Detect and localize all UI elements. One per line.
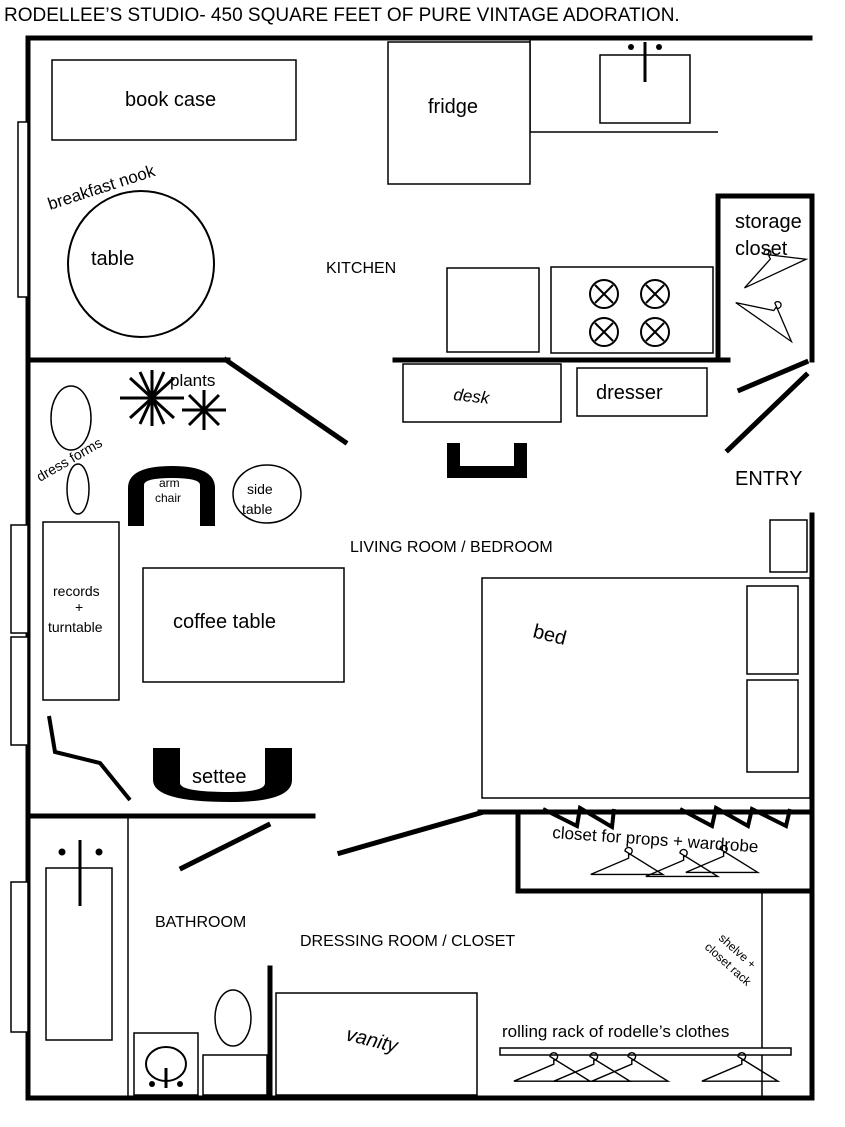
fridge-label: fridge: [428, 96, 478, 118]
settee-icon: [153, 748, 292, 802]
rack-hanger-icons: [513, 1051, 779, 1082]
interior-walls: [25, 804, 815, 1101]
desk: [402, 363, 562, 423]
breakfast-table: [67, 190, 215, 338]
kitchen-label: KITCHEN: [326, 260, 396, 277]
records-cabinet: [42, 521, 120, 701]
arm-chair-icon: [128, 466, 215, 526]
dressing-room-label: DRESSING ROOM / CLOSET: [300, 933, 515, 950]
dresser: [576, 367, 708, 417]
rolling-rack: [499, 1047, 792, 1056]
pillow-1: [746, 585, 799, 675]
records-label-line2: +: [75, 599, 83, 615]
breakfast-table-label: table: [91, 248, 134, 270]
coffee-table-label: coffee table: [173, 611, 276, 633]
settee-label: settee: [192, 766, 246, 788]
book-case: [51, 59, 297, 141]
toilet-tank: [202, 1054, 268, 1096]
arm-chair-label-line2: chair: [155, 491, 181, 505]
fridge: [387, 41, 531, 185]
rolling-rack-label: rolling rack of rodelle’s clothes: [502, 1022, 729, 1041]
nightstand: [769, 519, 808, 573]
desk-label: desk: [453, 385, 492, 408]
storage-label-line2: closet: [735, 238, 788, 260]
plant-icons: [120, 370, 226, 430]
arm-chair-label-line1: arm: [159, 476, 180, 490]
entry-label: ENTRY: [735, 468, 802, 490]
toilet-bowl: [214, 989, 252, 1047]
storage-label-line1: storage: [735, 211, 802, 233]
burner-icons: [589, 279, 670, 347]
records-label-line3: turntable: [48, 619, 103, 635]
entry-door: [724, 358, 810, 454]
side-table-label-line1: side: [247, 481, 273, 497]
pillow-2: [746, 679, 799, 773]
side-table-label-line2: table: [242, 501, 273, 517]
records-label-line1: records: [53, 583, 100, 599]
lounge-chair: [47, 715, 132, 802]
desk-chair-icon: [447, 443, 527, 478]
dress-form-1: [50, 385, 92, 451]
dresser-label: dresser: [596, 382, 663, 404]
book-case-label: book case: [125, 89, 216, 111]
coffee-table: [142, 567, 345, 683]
dress-form-2: [66, 463, 90, 515]
vanity: [275, 992, 478, 1096]
windows: [10, 121, 29, 1033]
bathroom-label: BATHROOM: [155, 914, 246, 931]
plants-label: plants: [170, 371, 215, 390]
side-table: [232, 464, 302, 524]
closet-props-label: closet for props + wardrobe: [552, 823, 759, 856]
plan-title: RODELLEE’S STUDIO- 450 SQUARE FEET OF PU…: [4, 5, 680, 26]
kitchen-area: [25, 40, 815, 446]
living-room-label: LIVING ROOM / BEDROOM: [350, 539, 553, 556]
